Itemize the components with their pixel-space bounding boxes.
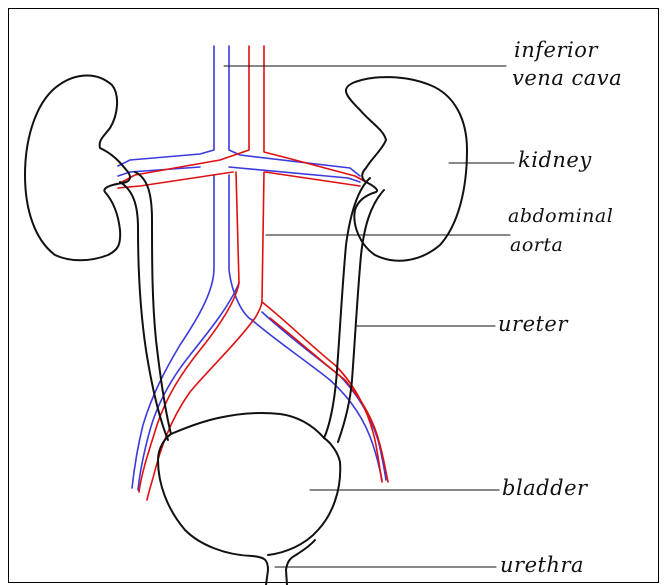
label-kidney: kidney bbox=[518, 150, 592, 171]
label-bladder: bladder bbox=[502, 478, 588, 499]
right-ureter bbox=[324, 178, 370, 438]
label-abdominal: abdominal bbox=[508, 207, 613, 226]
label-inferior: inferior bbox=[514, 40, 598, 61]
label-urethra: urethra bbox=[500, 555, 584, 576]
left-kidney-outline bbox=[25, 75, 130, 260]
label-aorta: aorta bbox=[510, 236, 563, 255]
bladder-outline bbox=[158, 434, 268, 585]
label-ureter: ureter bbox=[498, 314, 568, 335]
aorta-vessels bbox=[118, 46, 388, 500]
label-vena-cava: vena cava bbox=[512, 68, 622, 89]
